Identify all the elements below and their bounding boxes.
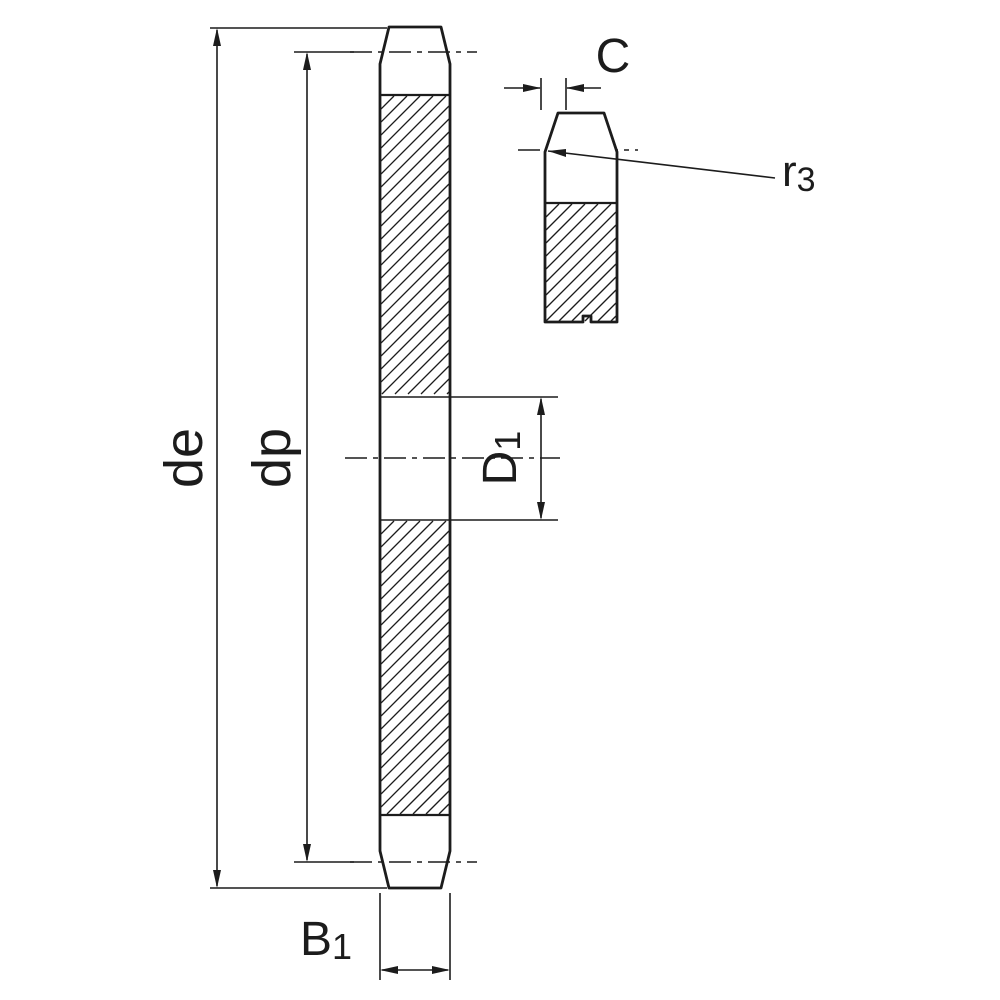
- hatch-line: [380, 105, 450, 175]
- label-d1: D1: [474, 431, 528, 486]
- de-arrow-up: [213, 28, 221, 46]
- hatch-line: [380, 686, 450, 756]
- hatch-line: [420, 365, 450, 395]
- hatch-top-rim: [380, 95, 450, 395]
- hatch-line: [545, 224, 617, 296]
- dimension-dp: dp: [242, 51, 354, 863]
- hatch-line: [610, 315, 617, 322]
- hatch-line: [380, 569, 450, 639]
- hatch-line: [545, 250, 617, 322]
- hatch-line: [425, 790, 450, 815]
- r3-leader-line: [547, 150, 776, 179]
- hatch-line: [438, 803, 450, 815]
- hatch-line: [380, 520, 395, 535]
- hatch-line: [380, 699, 450, 769]
- c-arrow-right: [523, 84, 541, 92]
- hatch-line: [380, 274, 450, 344]
- hatch-line: [380, 520, 421, 561]
- hatch-line: [380, 131, 450, 201]
- hatch-line: [380, 144, 450, 214]
- dimension-c: C: [504, 30, 630, 110]
- dimension-de: de: [154, 27, 387, 889]
- label-de: de: [154, 428, 214, 488]
- hatch-line: [380, 582, 450, 652]
- hatch-line: [380, 725, 450, 795]
- d1-arrow-up: [537, 397, 545, 415]
- hatch-line: [380, 209, 450, 279]
- hatch-line: [380, 595, 450, 665]
- tooth-detail-outline: [543, 111, 619, 324]
- hatch-line: [380, 300, 450, 370]
- hatch-line: [380, 118, 450, 188]
- b1-arrow-left: [380, 966, 398, 974]
- hatch-line: [380, 95, 395, 110]
- hatch-line: [380, 287, 450, 357]
- hatch-line: [380, 170, 450, 240]
- hatch-line: [380, 647, 450, 717]
- dp-arrow-down: [303, 844, 311, 862]
- hatch-tooth-base: [545, 203, 617, 322]
- hatch-line: [399, 764, 450, 815]
- hatch-line: [558, 263, 617, 322]
- hatch-line: [545, 203, 612, 270]
- hatch-line: [380, 157, 450, 227]
- hatch-line: [380, 196, 450, 266]
- hatch-line: [380, 520, 447, 587]
- label-b1: B1: [300, 913, 352, 967]
- hatch-line: [380, 660, 450, 730]
- label-r3: r3: [782, 147, 816, 199]
- hatch-line: [380, 520, 408, 548]
- hatch-line: [380, 530, 450, 600]
- hatch-line: [412, 777, 450, 815]
- hatch-line: [380, 95, 408, 123]
- b1-arrow-right: [432, 966, 450, 974]
- label-dp: dp: [242, 428, 302, 488]
- tooth-detail-view: [543, 111, 619, 324]
- dimension-r3: r3: [547, 147, 816, 199]
- hatch-line: [545, 203, 573, 231]
- hatch-line: [380, 738, 450, 808]
- hatch-line: [545, 211, 617, 283]
- hatch-bottom-rim: [380, 520, 450, 815]
- hatch-line: [380, 556, 450, 626]
- hatch-line: [380, 608, 450, 678]
- hatch-line: [380, 634, 450, 704]
- hatch-line: [597, 302, 617, 322]
- hatch-line: [571, 276, 617, 322]
- hatch-line: [380, 248, 450, 318]
- hatch-line: [380, 183, 450, 253]
- hatch-line: [386, 751, 450, 815]
- hatch-line: [446, 391, 450, 395]
- hatch-line: [380, 222, 450, 292]
- hatch-line: [584, 289, 617, 322]
- c-arrow-left: [566, 84, 584, 92]
- hatch-line: [545, 203, 599, 257]
- r3-arrow: [548, 149, 566, 157]
- hatch-line: [380, 95, 447, 162]
- hatch-line: [545, 237, 617, 309]
- label-c: C: [596, 30, 631, 83]
- hatch-line: [394, 339, 450, 395]
- hatch-line: [545, 203, 560, 218]
- hatch-line: [380, 543, 450, 613]
- dimension-b1: B1: [300, 893, 451, 980]
- hatch-line: [380, 95, 421, 136]
- hatch-line: [380, 313, 450, 383]
- hatch-line: [380, 235, 450, 305]
- hatch-line: [380, 95, 434, 149]
- hatch-line: [380, 520, 434, 574]
- dimension-d1: D1: [474, 397, 545, 520]
- hatch-line: [545, 203, 586, 244]
- hatch-line: [433, 378, 450, 395]
- hatch-line: [380, 673, 450, 743]
- de-arrow-down: [213, 870, 221, 888]
- hatch-line: [380, 621, 450, 691]
- hatch-line: [380, 712, 450, 782]
- hatch-line: [407, 352, 450, 395]
- d1-arrow-down: [537, 502, 545, 520]
- hatch-line: [381, 326, 450, 395]
- hatch-line: [380, 261, 450, 331]
- dp-arrow-up: [303, 52, 311, 70]
